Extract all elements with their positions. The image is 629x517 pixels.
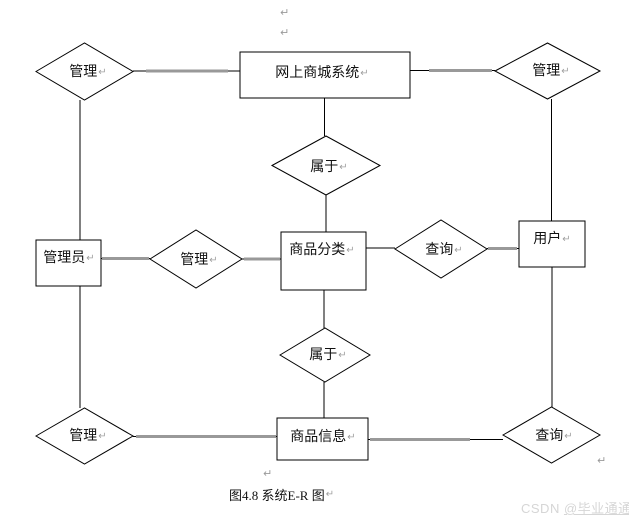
paragraph-mark-icon: ↵ <box>280 6 290 19</box>
relationship-belongs-lower-label: 属于 ↵ <box>309 349 346 363</box>
watermark-handle-text: @毕业通通通 <box>563 501 629 516</box>
paragraph-mark-icon: ↵ <box>347 432 356 443</box>
entity-user-shape <box>518 220 586 268</box>
relationship-manage-middle-shape <box>149 229 243 289</box>
relationship-text: 属于 <box>309 348 338 363</box>
relationship-query-bottom-right-shape <box>501 406 602 464</box>
paragraph-mark-icon: ↵ <box>86 253 95 264</box>
paragraph-mark-icon: ↵ <box>263 467 273 480</box>
paragraph-mark-icon: ↵ <box>562 234 571 245</box>
relationship-text: 管理 <box>69 65 98 80</box>
entity-shapes <box>35 51 586 461</box>
paragraph-mark-icon: ↵ <box>98 431 107 442</box>
entity-mall-system-label: 网上商城系统 ↵ <box>275 67 368 81</box>
relationship-text: 查询 <box>535 429 564 444</box>
entity-product-info-text: 商品信息 <box>290 430 347 445</box>
entity-administrator-label: 管理员 ↵ <box>43 252 94 266</box>
paragraph-mark-icon: ↵ <box>564 431 573 442</box>
relationship-manage-top-left-shape <box>35 42 134 101</box>
relationship-manage-top-right-label: 管理 ↵ <box>532 65 569 79</box>
relationship-belongs-upper-shape <box>270 135 382 196</box>
entity-product-info-shape <box>276 417 369 461</box>
relationship-manage-bottom-left-shape <box>34 407 135 465</box>
connector-gray-segments <box>102 69 517 441</box>
paragraph-mark-icon: ↵ <box>346 245 355 256</box>
paragraph-mark-icon: ↵ <box>597 454 607 467</box>
entity-user-text: 用户 <box>533 232 562 247</box>
paragraph-mark-icon: ↵ <box>209 255 218 266</box>
relationship-manage-top-right-shape <box>493 42 602 100</box>
paragraph-mark-icon: ↵ <box>360 68 369 79</box>
entity-mall-system-shape <box>239 51 411 99</box>
entity-administrator-shape <box>35 239 102 287</box>
relationship-query-middle-shape <box>394 219 488 279</box>
relationship-text: 管理 <box>180 253 209 268</box>
relationship-query-middle-label: 查询 ↵ <box>425 244 462 258</box>
paragraph-mark-icon: ↵ <box>325 488 335 500</box>
entity-product-category-shape <box>280 231 367 291</box>
csdn-watermark: CSDN @毕业通通通 <box>521 498 629 517</box>
paragraph-mark-icon: ↵ <box>339 162 348 173</box>
paragraph-mark-icon: ↵ <box>338 350 347 361</box>
relationship-manage-bottom-left-label: 管理 ↵ <box>69 430 106 444</box>
relationship-query-bottom-right-label: 查询 ↵ <box>535 430 572 444</box>
entity-administrator-text: 管理员 <box>43 251 86 266</box>
relationship-manage-middle-label: 管理 ↵ <box>180 254 217 268</box>
relationship-shapes <box>34 42 602 465</box>
paragraph-mark-icon: ↵ <box>98 67 107 78</box>
figure-caption: 图4.8 系统E-R 图 ↵ <box>229 485 334 504</box>
paragraph-mark-icon: ↵ <box>561 66 570 77</box>
paragraph-mark-icon: ↵ <box>454 245 463 256</box>
entity-user-label: 用户 ↵ <box>533 233 570 247</box>
entity-product-category-text: 商品分类 <box>289 243 346 258</box>
paragraph-mark-icon: ↵ <box>280 26 290 39</box>
entity-mall-system-text: 网上商城系统 <box>275 66 360 81</box>
relationship-text: 管理 <box>69 429 98 444</box>
relationship-text: 属于 <box>310 160 339 175</box>
entity-product-info-label: 商品信息 ↵ <box>290 431 355 445</box>
entity-product-category-label: 商品分类 ↵ <box>289 244 354 258</box>
relationship-belongs-lower-shape <box>279 327 371 383</box>
figure-caption-text: 图4.8 系统E-R 图 <box>229 488 325 503</box>
watermark-prefix-text: CSDN <box>521 501 564 516</box>
relationship-belongs-upper-label: 属于 ↵ <box>310 161 347 175</box>
relationship-manage-top-left-label: 管理 ↵ <box>69 66 106 80</box>
relationship-text: 查询 <box>425 243 454 258</box>
relationship-text: 管理 <box>532 64 561 79</box>
